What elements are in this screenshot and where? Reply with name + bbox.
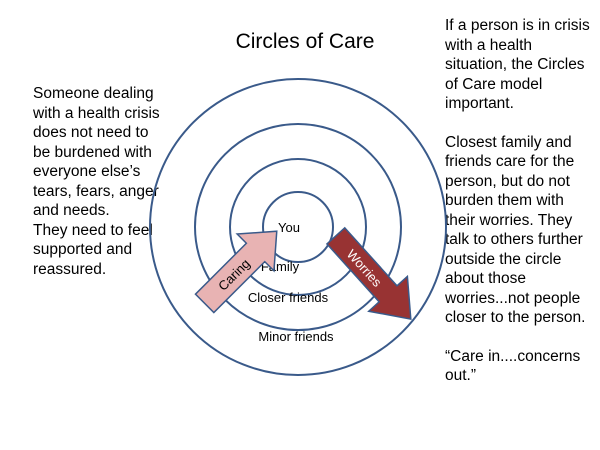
circle-minor-friends [149,78,447,376]
worries-arrow: Worries [325,226,412,321]
label-minor-friends: Minor friends [258,329,334,344]
left-paragraph-2: They need to feel supported and reassure… [33,221,153,278]
circle-family [229,158,367,296]
diagram-title: Circles of Care [235,30,375,53]
worries-arrow-shape [325,226,412,321]
left-description: Someone dealing with a health crisis doe… [33,84,163,279]
right-description: If a person is in crisis with a health s… [445,16,595,405]
caring-arrow-shape [194,230,278,314]
label-closer-friends: Closer friends [248,290,329,305]
caring-arrow: Caring [194,230,278,314]
circle-closer-friends [194,123,402,331]
right-paragraph-3: “Care in....concerns out.” [445,347,581,385]
left-paragraph-1: Someone dealing with a health crisis doe… [33,85,160,219]
circle-you [262,191,334,263]
label-you: You [278,220,300,235]
right-paragraph-2: Closest family and friends care for the … [445,133,586,327]
right-paragraph-1: If a person is in crisis with a health s… [445,17,590,112]
